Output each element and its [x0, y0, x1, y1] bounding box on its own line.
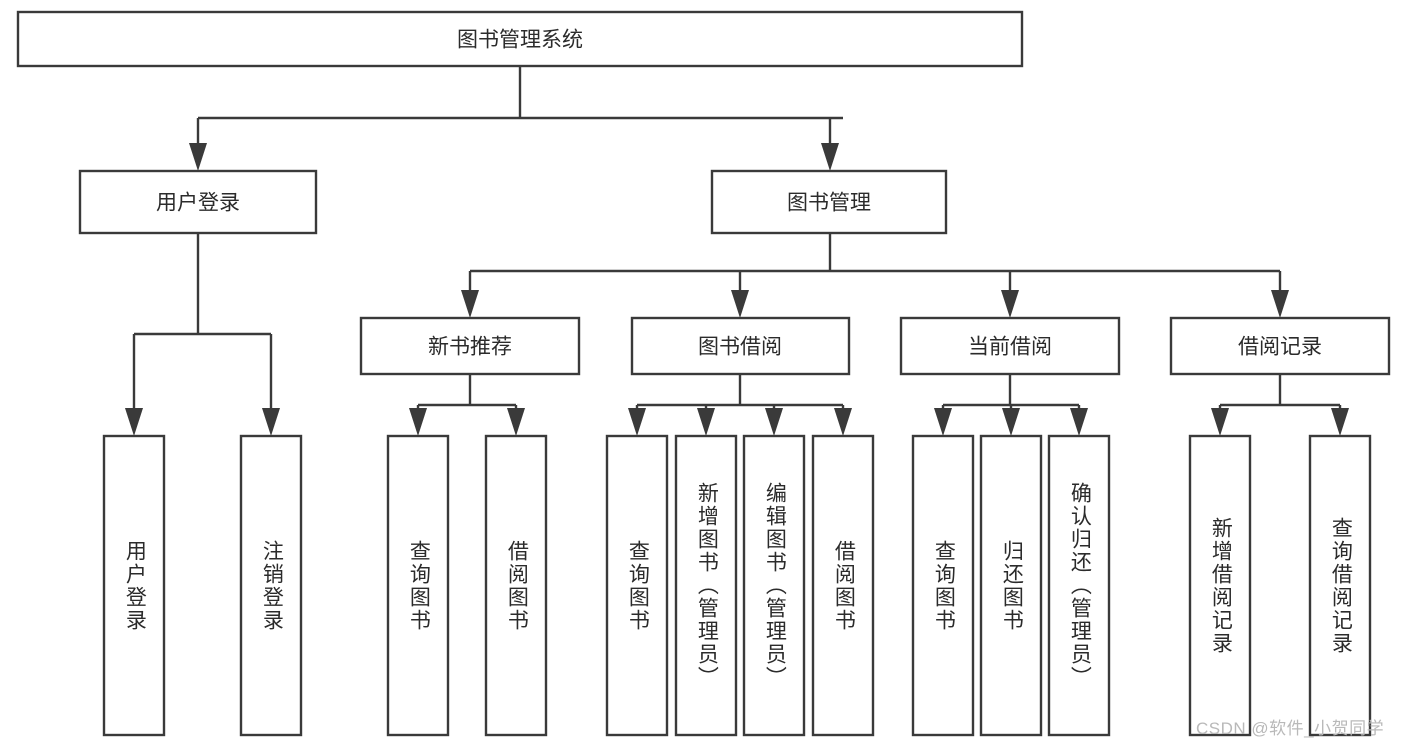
arrowhead-new-book: [461, 290, 479, 318]
arrowhead-leaf-user-login: [125, 408, 143, 436]
leaf-box-query-book-3[interactable]: [911, 434, 975, 737]
connectors-book-manage-children: [461, 233, 1289, 318]
connectors-book-borrow-children: [628, 374, 852, 436]
arrowhead-book-borrow: [731, 290, 749, 318]
node-user-login-label: 用户登录: [156, 192, 240, 215]
arrowhead-borrow-record: [1271, 290, 1289, 318]
leaf-box-add-borrow-record[interactable]: [1188, 434, 1252, 737]
node-new-book-recommend-label: 新书推荐: [428, 336, 512, 359]
node-root-box[interactable]: [16, 10, 1024, 68]
arrowhead-leaf-borrow-book-2: [834, 408, 852, 436]
arrowhead-leaf-borrow-book-1: [507, 408, 525, 436]
node-current-borrow-box[interactable]: [899, 316, 1121, 376]
arrowhead-book-manage: [821, 143, 839, 171]
node-book-borrow-label: 图书借阅: [698, 336, 782, 359]
leaf-box-confirm-return-admin[interactable]: [1047, 434, 1111, 737]
arrowhead-leaf-query-book-2: [628, 408, 646, 436]
arrowhead-leaf-return-book: [1002, 408, 1020, 436]
node-borrow-record-label: 借阅记录: [1238, 336, 1322, 359]
connectors-current-borrow-children: [934, 374, 1088, 436]
arrowhead-leaf-confirm-return: [1070, 408, 1088, 436]
connectors-user-login-children: [125, 233, 280, 436]
leaf-box-add-book-admin[interactable]: [674, 434, 738, 737]
node-root-label: 图书管理系统: [457, 29, 583, 52]
connectors-new-book-children: [409, 374, 525, 436]
connectors-borrow-record-children: [1211, 374, 1349, 436]
leaf-box-query-borrow-record[interactable]: [1308, 434, 1372, 737]
node-book-manage-box[interactable]: [710, 169, 948, 235]
connectors-root-to-level2: [189, 66, 843, 171]
arrowhead-leaf-query-record: [1331, 408, 1349, 436]
arrowhead-leaf-add-book: [697, 408, 715, 436]
node-new-book-recommend-box[interactable]: [359, 316, 581, 376]
arrowhead-leaf-logout: [262, 408, 280, 436]
node-user-login[interactable]: 用户登录: [78, 169, 318, 235]
arrowhead-leaf-edit-book: [765, 408, 783, 436]
node-book-manage[interactable]: 图书管理: [710, 169, 948, 235]
leaf-box-borrow-book-1[interactable]: [484, 434, 548, 737]
node-book-borrow-box[interactable]: [630, 316, 851, 376]
node-borrow-record-box[interactable]: [1169, 316, 1391, 376]
node-current-borrow[interactable]: 当前借阅: [899, 316, 1121, 376]
arrowhead-leaf-query-book-1: [409, 408, 427, 436]
node-book-manage-label: 图书管理: [787, 192, 871, 215]
arrowhead-current-borrow: [1001, 290, 1019, 318]
node-borrow-record[interactable]: 借阅记录: [1169, 316, 1391, 376]
arrowhead-user-login: [189, 143, 207, 171]
leaf-box-query-book-1[interactable]: [386, 434, 450, 737]
leaf-box-edit-book-admin[interactable]: [742, 434, 806, 737]
node-user-login-box[interactable]: [78, 169, 318, 235]
node-current-borrow-label: 当前借阅: [968, 336, 1052, 359]
arrowhead-leaf-add-record: [1211, 408, 1229, 436]
csdn-watermark: CSDN @软件_小贺同学: [1196, 719, 1385, 738]
leaf-box-query-book-2[interactable]: [605, 434, 669, 737]
leaf-box-user-login[interactable]: [102, 434, 166, 737]
leaf-box-borrow-book-2[interactable]: [811, 434, 875, 737]
arrowhead-leaf-query-book-3: [934, 408, 952, 436]
leaf-boxes[interactable]: [102, 434, 1372, 737]
node-book-borrow[interactable]: 图书借阅: [630, 316, 851, 376]
leaf-box-logout[interactable]: [239, 434, 303, 737]
node-root[interactable]: 图书管理系统: [16, 10, 1024, 68]
leaf-box-return-book[interactable]: [979, 434, 1043, 737]
node-new-book-recommend[interactable]: 新书推荐: [359, 316, 581, 376]
